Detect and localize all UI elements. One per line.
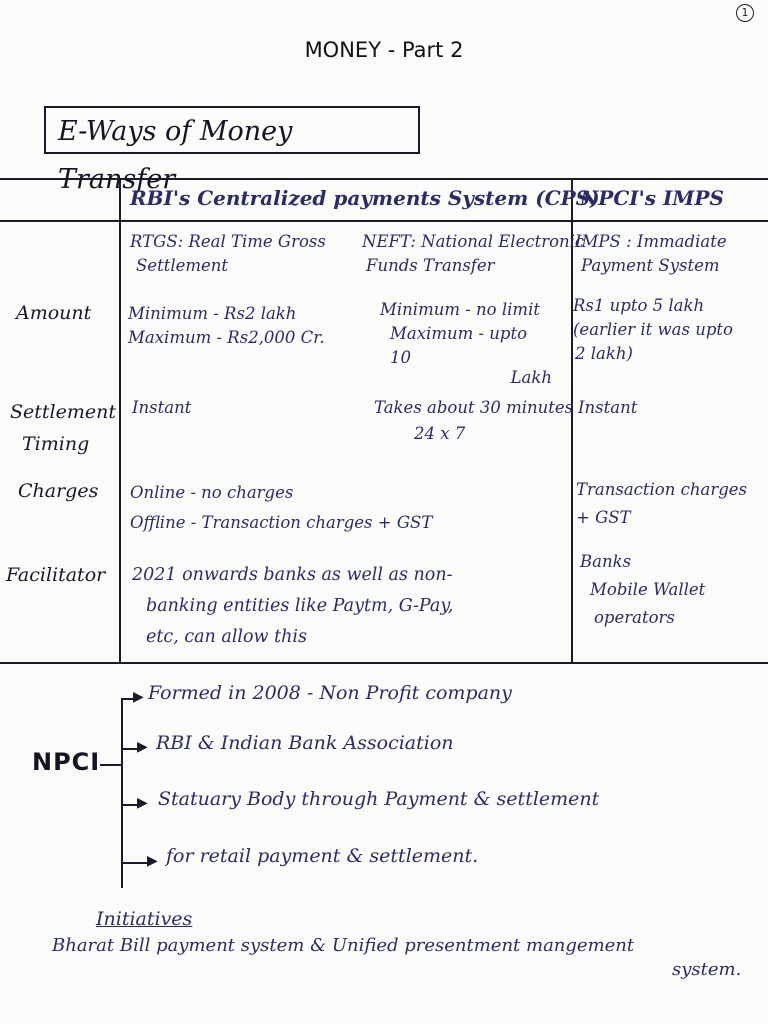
npci-bracket: [121, 698, 123, 888]
arrow-right-icon: ▶: [137, 795, 148, 811]
arrow-right-icon: ▶: [133, 689, 144, 705]
cps-facilitator: 2021 onwards banks as well as non- banki…: [132, 565, 454, 647]
table-col-divider-2: [571, 178, 573, 662]
table-top-border: [0, 178, 768, 180]
cps-header: RBI's Centralized payments System (CPS): [130, 186, 600, 210]
arrow-right-icon: ▶: [137, 739, 148, 755]
imps-facilitator: Banks Mobile Wallet operators: [580, 552, 706, 627]
imps-settlement: Instant: [578, 398, 638, 417]
imps-charges: Transaction charges + GST: [576, 480, 748, 527]
initiatives-text: Bharat Bill payment system & Unified pre…: [52, 935, 742, 980]
section-title-box: E-Ways of Money Transfer: [44, 106, 420, 195]
npci-branch-4: [121, 862, 149, 864]
initiatives-heading: Initiatives: [96, 908, 193, 930]
arrow-right-icon: ▶: [147, 853, 158, 869]
row-label-settlement: Settlement Timing: [10, 401, 116, 455]
npci-connector: [100, 764, 121, 766]
rtgs-amount: Minimum - Rs2 lakh Maximum - Rs2,000 Cr.: [128, 304, 325, 347]
row-label-charges: Charges: [18, 480, 99, 502]
npci-point-2: RBI & Indian Bank Association: [156, 732, 454, 754]
table-col-divider-1: [119, 178, 121, 662]
table-bottom-border: [0, 662, 768, 664]
npci-point-1: Formed in 2008 - Non Profit company: [148, 682, 512, 704]
npci-point-3: Statuary Body through Payment & settleme…: [158, 788, 600, 810]
page-title: MONEY - Part 2: [304, 38, 464, 62]
row-label-facilitator: Facilitator: [6, 564, 106, 586]
imps-amount: Rs1 upto 5 lakh (earlier it was upto 2 l…: [573, 296, 733, 363]
neft-amount: Minimum - no limit Maximum - upto 10 Lak…: [380, 300, 552, 387]
npci-branch-2: [121, 748, 139, 750]
neft-subheader: NEFT: National Electronic Funds Transfer: [362, 232, 585, 275]
npci-branch-1: [121, 698, 135, 700]
npci-label: NPCI: [32, 748, 101, 776]
cps-charges: Online - no charges Offline - Transactio…: [130, 483, 433, 532]
table-header-divider: [0, 220, 768, 222]
npci-branch-3: [121, 804, 139, 806]
rtgs-subheader: RTGS: Real Time Gross Settlement: [130, 232, 326, 275]
imps-subheader: IMPS : Immadiate Payment System: [575, 232, 727, 275]
npci-point-4: for retail payment & settlement.: [166, 845, 479, 867]
imps-header: NPCI's IMPS: [580, 186, 724, 210]
row-label-amount: Amount: [16, 302, 92, 324]
page-number: 1: [736, 4, 754, 22]
rtgs-settlement: Instant: [132, 398, 192, 417]
neft-settlement: Takes about 30 minutes 24 x 7: [374, 398, 574, 443]
